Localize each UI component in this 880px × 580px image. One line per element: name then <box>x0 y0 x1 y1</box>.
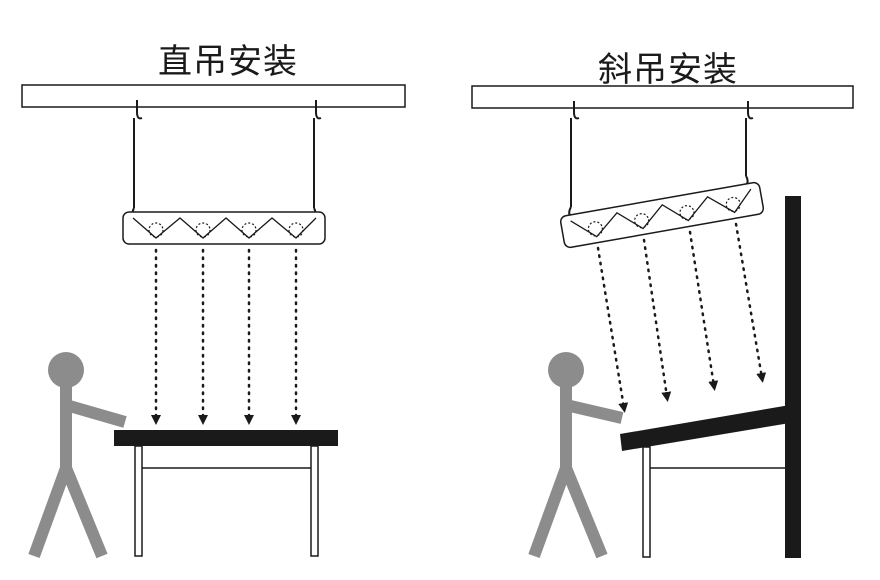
ceiling-beam-right <box>471 85 854 109</box>
title-vertical-hanging: 直吊安装 <box>158 42 298 82</box>
light-fixture-left <box>122 211 326 245</box>
hook-icon <box>136 100 322 120</box>
table-right <box>620 405 790 558</box>
light-rays-right <box>596 222 767 413</box>
right-panel <box>471 85 854 559</box>
ceiling-beam-left <box>21 84 406 108</box>
light-rays-left <box>151 248 301 425</box>
title-angled-hanging: 斜吊安装 <box>598 50 738 90</box>
hook-icon <box>573 101 754 120</box>
table-left <box>114 430 338 557</box>
light-fixture-right <box>559 181 765 249</box>
person-icon <box>28 352 127 559</box>
person-icon <box>528 352 624 559</box>
wall-board <box>785 196 801 558</box>
left-panel <box>21 84 406 559</box>
